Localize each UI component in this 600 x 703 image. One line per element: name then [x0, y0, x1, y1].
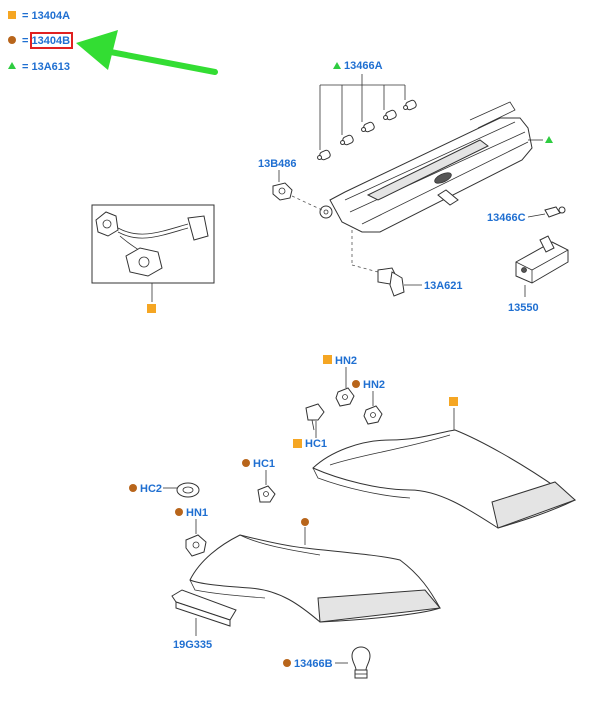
right-tail-lamp: [312, 397, 577, 529]
svg-text:HC2: HC2: [140, 483, 162, 495]
callout-HC2: HC2: [129, 482, 200, 498]
svg-text:13466A: 13466A: [344, 60, 383, 72]
callout-13550: 13550: [508, 235, 569, 314]
callout-13A621: 13A621: [351, 230, 463, 297]
high-mount-lamp-housing: [319, 101, 533, 233]
callout-HN2-b: HN2: [352, 379, 385, 425]
harness-inset-box: [91, 204, 215, 313]
callout-19G335: 19G335: [171, 589, 237, 651]
svg-text:HC1: HC1: [305, 438, 327, 450]
pointer-arrow-icon: [76, 30, 218, 75]
callout-HC1-a: HC1: [293, 403, 327, 450]
legend-orange-square-icon: [8, 11, 16, 19]
callout-13B486: 13B486: [258, 158, 323, 211]
svg-text:HN2: HN2: [335, 355, 357, 367]
svg-text:13466C: 13466C: [487, 212, 526, 224]
left-tail-lamp: [189, 518, 441, 623]
bulbs-13466A: [317, 99, 417, 161]
svg-text:13466B: 13466B: [294, 658, 333, 670]
svg-text:HC1: HC1: [253, 458, 275, 470]
legend-brown-dot-icon: [8, 36, 16, 44]
callout-HN2-a: HN2: [323, 355, 357, 407]
legend-item-13A613: = 13A613: [22, 61, 70, 73]
svg-text:13550: 13550: [508, 302, 539, 314]
svg-text:HN1: HN1: [186, 507, 208, 519]
legend-item-13404A: = 13404A: [22, 10, 70, 22]
legend: = 13404A = 13404B = 13A613: [8, 10, 73, 73]
callout-HN1: HN1: [175, 507, 208, 557]
highlight-box: [30, 32, 73, 49]
callout-13466A: 13466A: [319, 60, 406, 150]
callout-13A613-lamp: [528, 136, 553, 143]
svg-text:19G335: 19G335: [173, 639, 212, 651]
svg-text:13A621: 13A621: [424, 280, 463, 292]
svg-text:13B486: 13B486: [258, 158, 297, 170]
legend-green-triangle-icon: [8, 62, 16, 69]
legend-item-13404B: = 13404B: [22, 35, 70, 47]
svg-text:HN2: HN2: [363, 379, 385, 391]
callout-13466C: 13466C: [487, 206, 566, 224]
callout-HC1-b: HC1: [242, 458, 276, 503]
callout-13466B: 13466B: [283, 646, 371, 679]
